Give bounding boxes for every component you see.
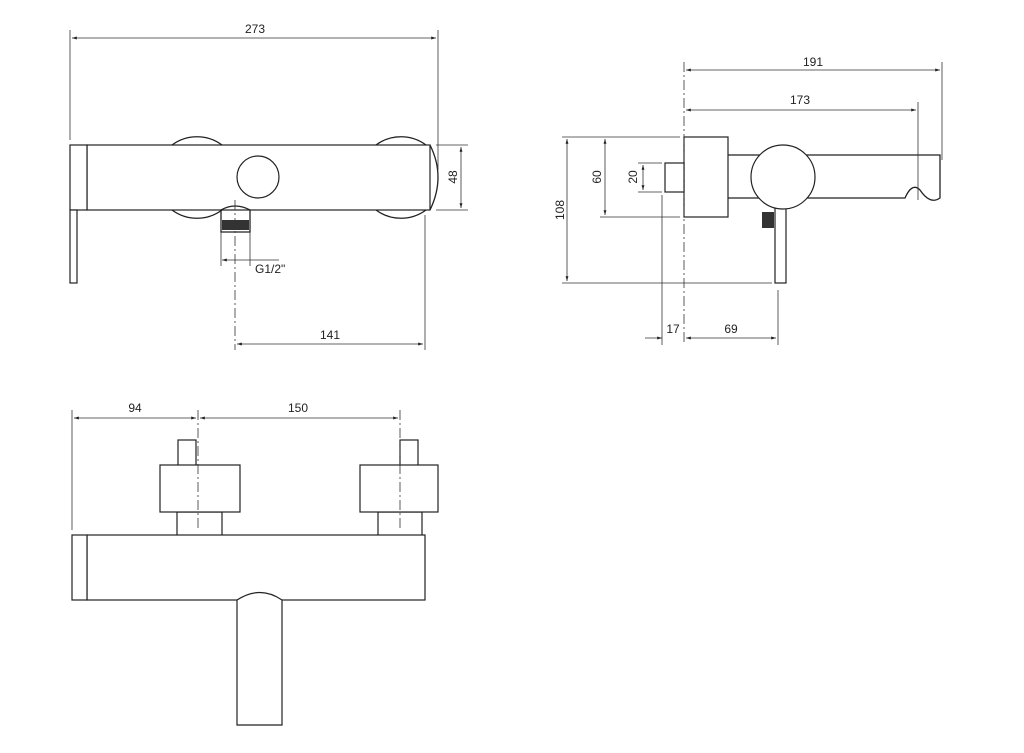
side-lever <box>774 204 787 284</box>
left-valve-top-arc <box>171 136 223 146</box>
left-valve-bottom-arc <box>171 209 223 219</box>
spout-tube <box>728 154 941 201</box>
outlet-thread <box>222 220 249 230</box>
top-lever-cap <box>71 534 88 601</box>
diverter-knob <box>236 155 280 199</box>
dim-108: 108 <box>553 200 567 220</box>
dim-17: 17 <box>666 322 680 336</box>
side-view: 191 173 108 60 20 17 69 <box>553 55 943 345</box>
left-eccentric-nut <box>159 464 241 513</box>
side-valve-body <box>750 144 816 210</box>
right-eccentric-nut <box>359 464 439 513</box>
side-thread <box>762 212 774 228</box>
dim-141: 141 <box>320 328 340 342</box>
dim-173: 173 <box>790 93 810 107</box>
wall-shaft <box>664 162 685 193</box>
dim-69: 69 <box>724 322 738 336</box>
left-inlet-stub <box>177 439 197 467</box>
dim-191: 191 <box>803 55 823 69</box>
dim-150: 150 <box>288 401 308 415</box>
body-end-cap <box>429 144 439 211</box>
right-valve-top-arc <box>375 136 427 146</box>
top-spout <box>236 591 283 726</box>
front-view: 273 48 G1/2" 141 <box>69 22 468 350</box>
top-mixer-body <box>86 534 426 601</box>
dim-20: 20 <box>626 170 640 184</box>
lever-handle <box>69 209 78 284</box>
right-valve-bottom-arc <box>375 209 427 219</box>
dim-273: 273 <box>245 22 265 36</box>
lever-cap <box>69 144 88 211</box>
dim-48: 48 <box>446 170 460 184</box>
dim-94: 94 <box>128 401 142 415</box>
dim-g12-thread: G1/2" <box>255 262 285 276</box>
outlet-connector <box>220 205 251 233</box>
right-inlet-stub <box>399 439 419 467</box>
dim-60: 60 <box>590 170 604 184</box>
top-view: 94 150 <box>71 401 439 726</box>
wall-plate <box>683 136 729 218</box>
